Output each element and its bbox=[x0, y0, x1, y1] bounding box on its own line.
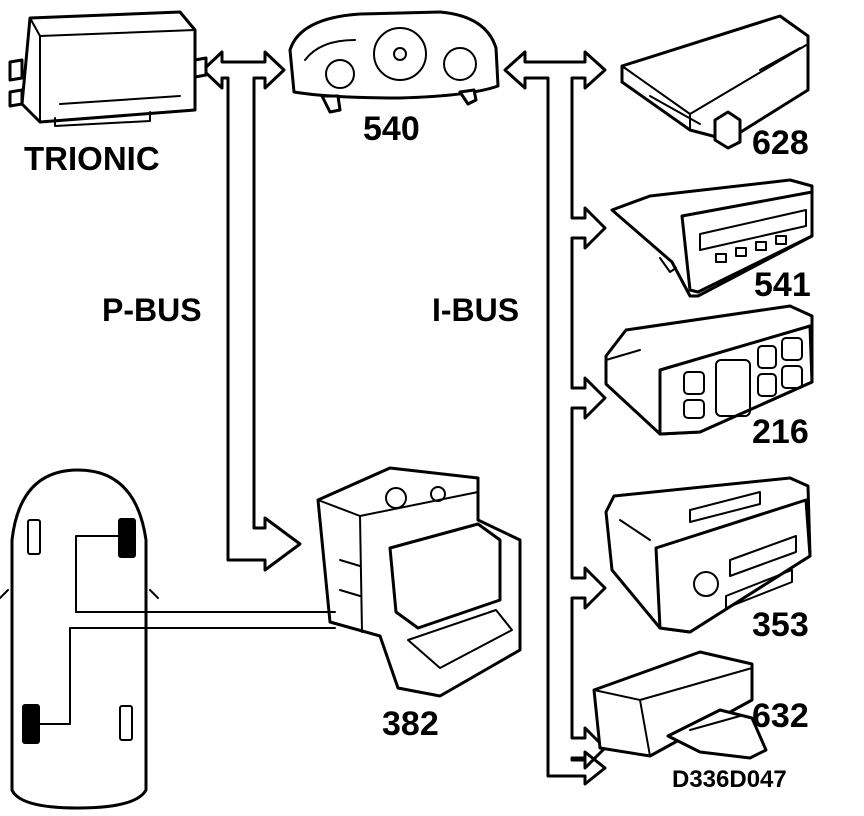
car-top-view-icon bbox=[0, 468, 336, 810]
p-bus-label: P-BUS bbox=[102, 292, 202, 328]
label-541: 541 bbox=[754, 266, 811, 304]
label-540: 540 bbox=[363, 110, 420, 148]
display-unit-541-icon bbox=[610, 178, 814, 298]
instrument-cluster-540-icon bbox=[288, 10, 500, 114]
trionic-module-icon bbox=[8, 10, 208, 127]
module-632-icon bbox=[592, 650, 768, 760]
label-353: 353 bbox=[752, 606, 809, 644]
i-bus-label: I-BUS bbox=[432, 292, 520, 328]
label-216: 216 bbox=[752, 413, 809, 451]
label-382: 382 bbox=[382, 705, 439, 743]
label-632: 632 bbox=[752, 697, 809, 735]
climate-control-216-icon bbox=[604, 304, 814, 436]
i-bus-lines bbox=[503, 50, 607, 786]
figure-code: D336D047 bbox=[672, 766, 787, 793]
p-bus-lines bbox=[201, 50, 302, 572]
abs-unit-382-icon bbox=[316, 466, 522, 698]
trionic-label: TRIONIC bbox=[24, 140, 160, 177]
label-628: 628 bbox=[752, 124, 809, 162]
module-628-icon bbox=[620, 14, 810, 150]
radio-353-icon bbox=[604, 476, 812, 634]
